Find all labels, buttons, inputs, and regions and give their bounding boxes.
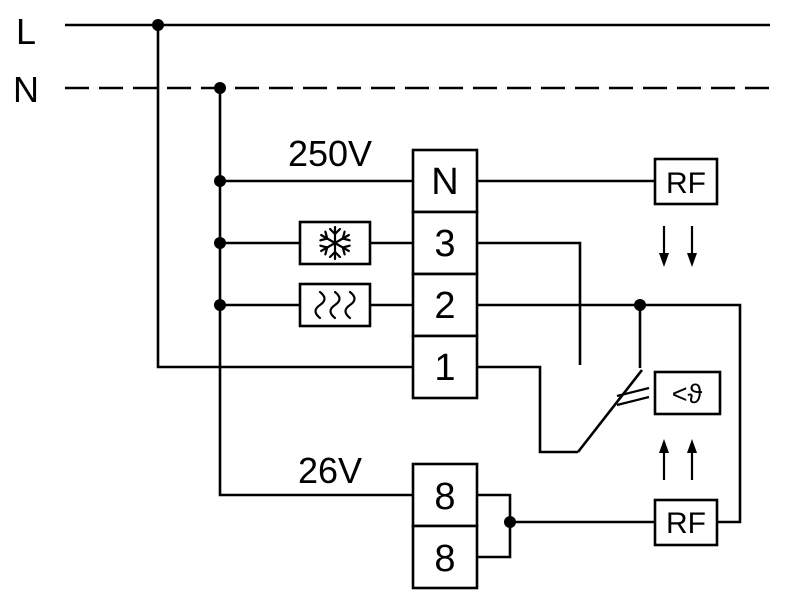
switch-mechanical-link — [616, 386, 650, 407]
switch-blade — [576, 369, 644, 453]
terminal-cell-8a: 8 — [411, 462, 479, 528]
rf-top-label: RF — [666, 167, 706, 200]
terminal-cell-8b: 8 — [411, 524, 479, 590]
thermostat-label: <ϑ — [672, 379, 703, 409]
terminal-cell-1: 1 — [411, 334, 479, 400]
terminal-cell-2: 2 — [411, 272, 479, 338]
terminal-block-main: N 3 2 1 — [411, 148, 479, 400]
wire-terminal-1-to-switch — [477, 365, 578, 454]
wire-terminal-2-to-rf-bottom — [477, 303, 742, 524]
terminal-3-label: 3 — [434, 223, 455, 265]
terminal-1-label: 1 — [434, 347, 455, 389]
cooling-load-box — [298, 220, 372, 266]
power-rail-l: L — [16, 11, 770, 52]
heating-wave-icon — [314, 290, 356, 320]
junction-dot — [634, 299, 646, 311]
junction-dot — [504, 516, 516, 528]
l-rail-label: L — [16, 11, 36, 52]
thermostat-switch-box: <ϑ — [653, 370, 722, 416]
rf-receiver-bottom: RF — [653, 498, 719, 547]
power-rail-n: N — [13, 69, 770, 110]
terminal-cell-n: N — [411, 148, 479, 214]
mains-voltage-label: 250V — [288, 133, 372, 174]
terminal-block-low: 8 8 — [411, 462, 479, 590]
junction-dot — [152, 19, 164, 31]
double-arrow-up-icon — [659, 439, 697, 480]
junction-dots — [152, 19, 646, 528]
rf-bottom-label: RF — [666, 507, 706, 540]
junction-dot — [214, 82, 226, 94]
double-arrow-down-icon — [659, 226, 697, 267]
terminal-2-label: 2 — [434, 285, 455, 327]
junction-dot — [214, 175, 226, 187]
junction-dot — [214, 299, 226, 311]
terminal-8a-label: 8 — [434, 476, 455, 518]
terminal-cell-3: 3 — [411, 210, 479, 276]
low-voltage-label: 26V — [298, 450, 362, 491]
terminal-n-label: N — [431, 161, 458, 203]
rf-receiver-top: RF — [653, 157, 719, 206]
junction-dot — [214, 237, 226, 249]
wire-l-to-terminal-1 — [156, 25, 413, 369]
terminal-8b-label: 8 — [434, 538, 455, 580]
n-rail-label: N — [13, 69, 39, 110]
wire-n-to-terminal-8 — [218, 88, 413, 497]
heating-load-box — [298, 282, 372, 328]
wire-terminal-3-contact — [477, 241, 582, 365]
